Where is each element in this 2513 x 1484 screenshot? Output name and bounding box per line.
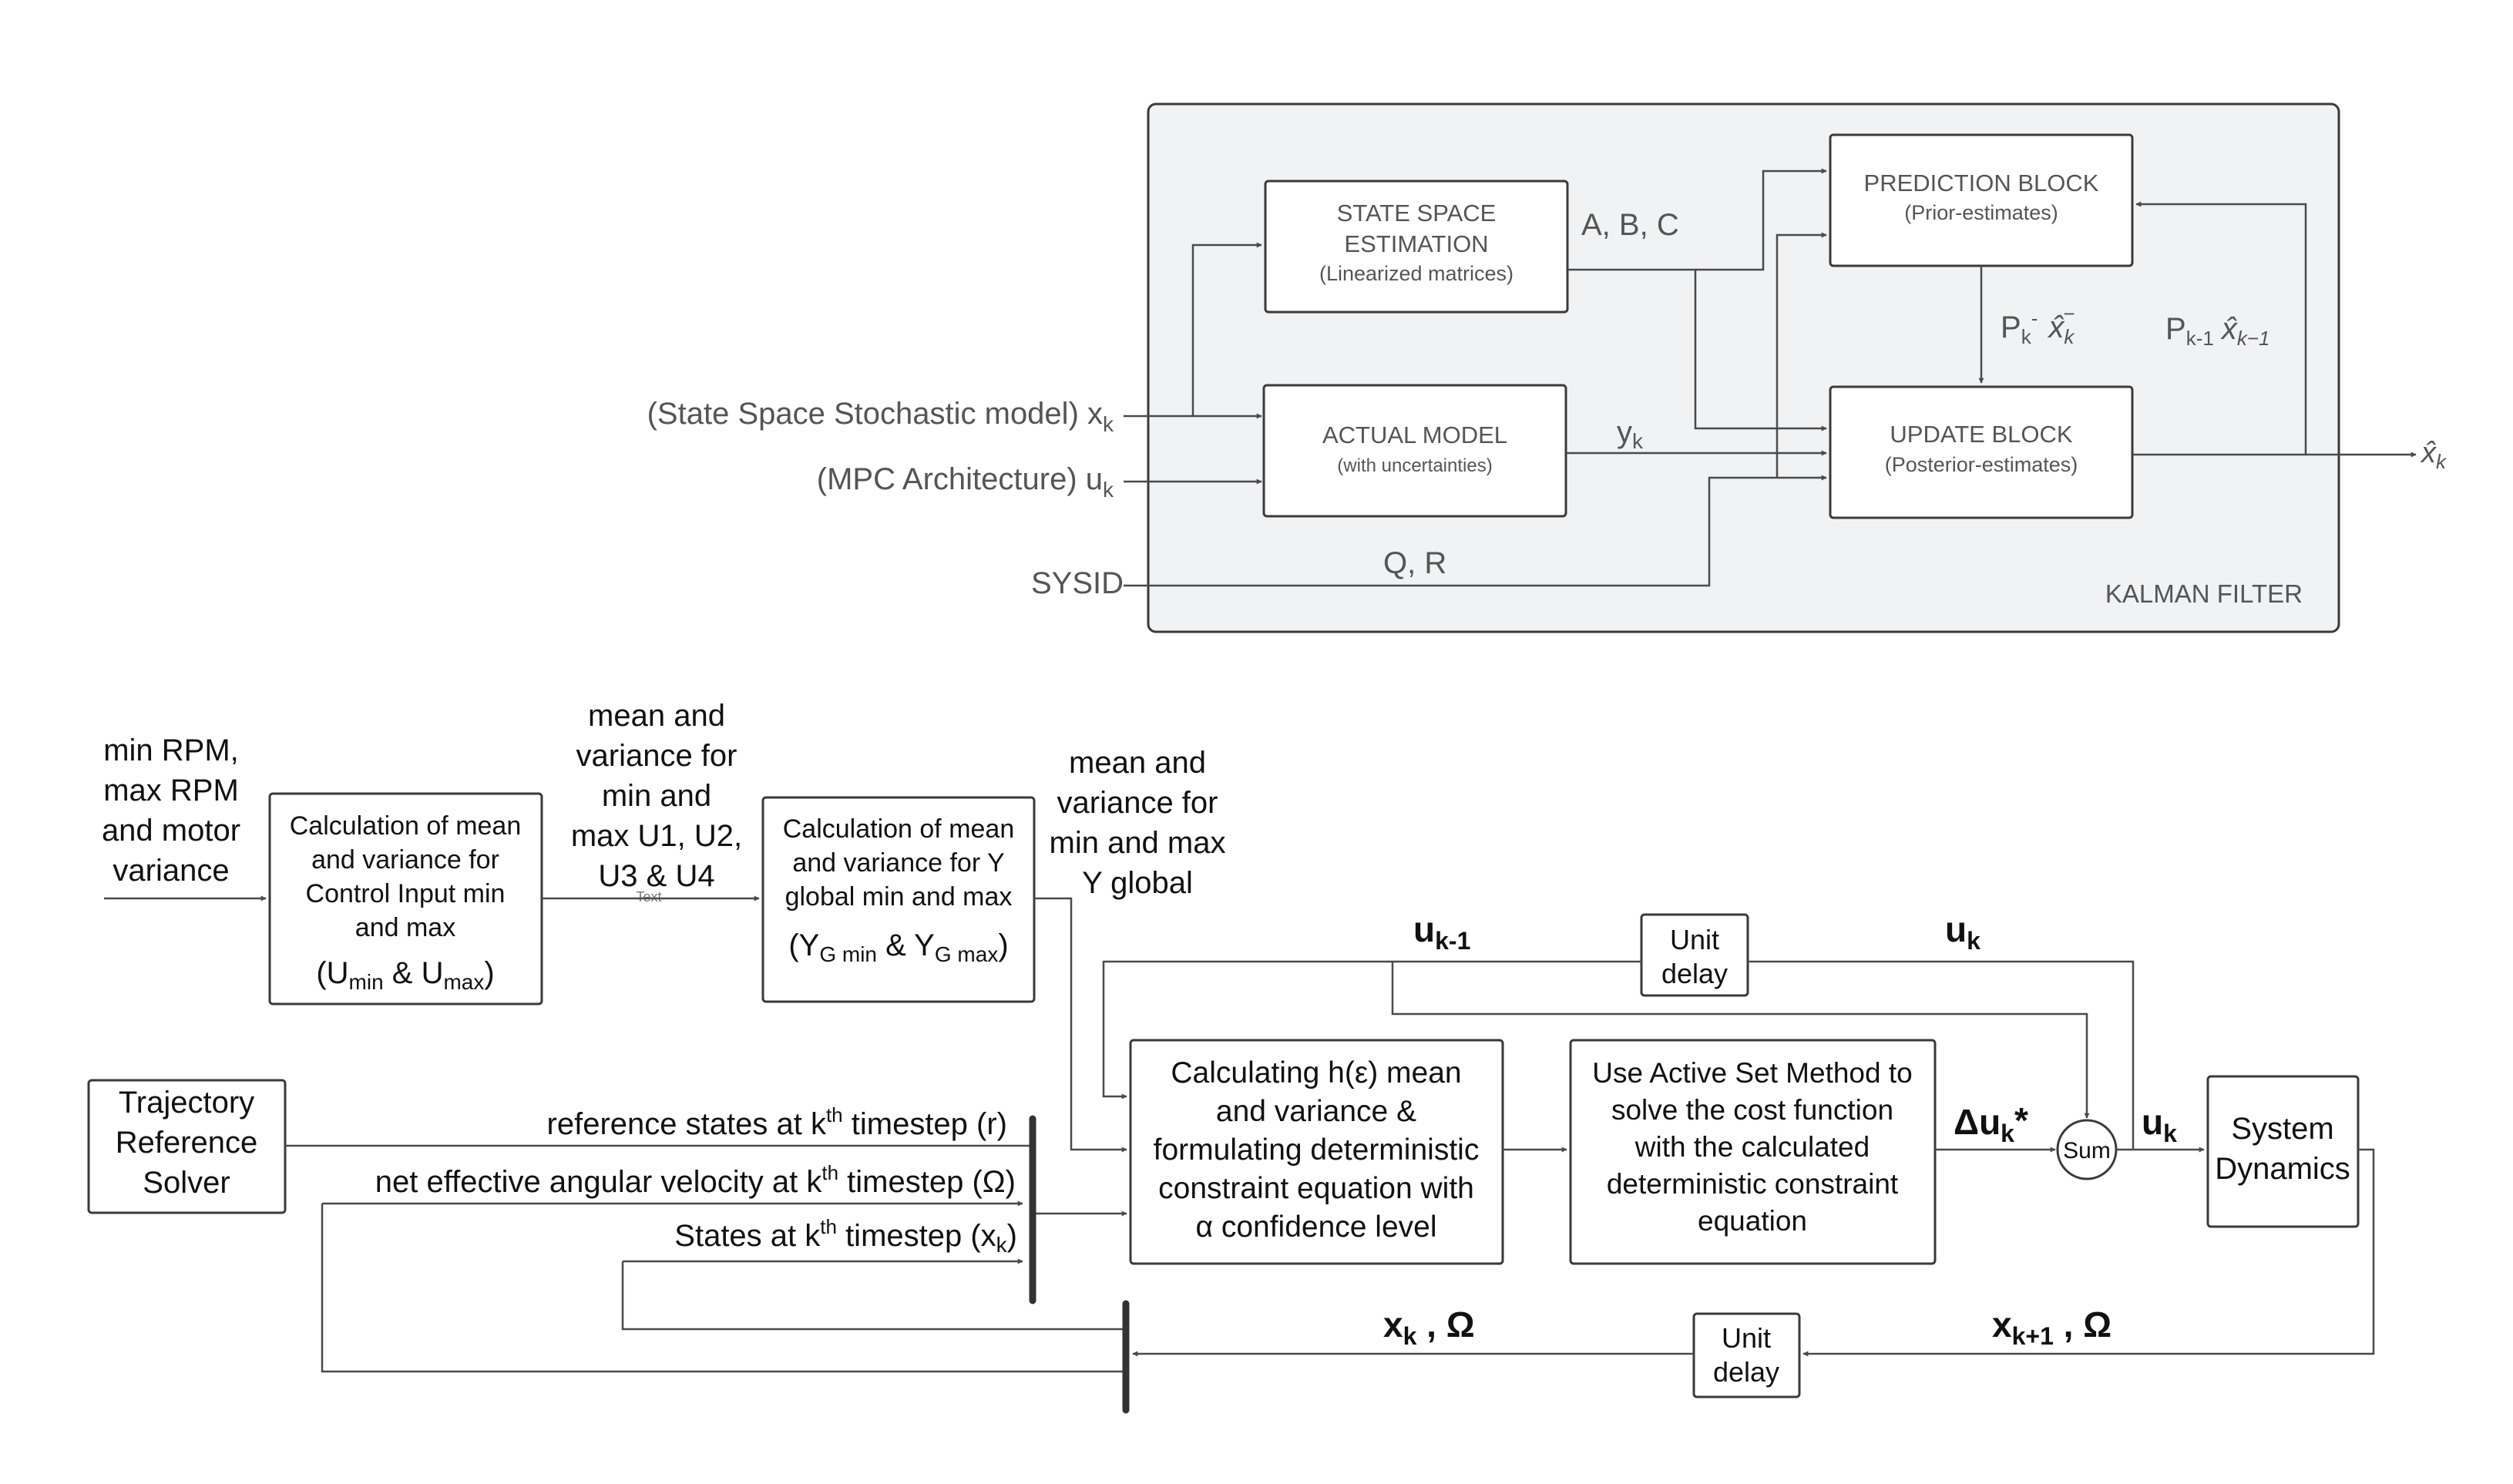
svg-text:(Posterior-estimates): (Posterior-estimates) xyxy=(1885,453,2078,476)
prior-estimate-label: Pk-x̂k− xyxy=(2001,302,2075,348)
reference-states-label: reference states at kth timestep (r) xyxy=(547,1103,1007,1141)
svg-text:constraint equation with: constraint equation with xyxy=(1158,1172,1474,1205)
unit-delay-top-block: Unit delay xyxy=(1640,913,1749,997)
y-global-calculation-block: Calculation of mean and variance for Y g… xyxy=(761,796,1036,1003)
svg-text:and variance for: and variance for xyxy=(311,845,499,875)
net-angular-velocity-label: net effective angular velocity at kth ti… xyxy=(375,1161,1016,1199)
svg-text:System: System xyxy=(2231,1112,2333,1146)
u-k-top-label: uk xyxy=(1945,909,1980,955)
svg-text:equation: equation xyxy=(1698,1205,1807,1237)
delta-u-label: Δuk* xyxy=(1954,1100,2028,1147)
trajectory-reference-solver-block: Trajectory Reference Solver xyxy=(87,1079,287,1214)
control-input-mean-variance-label: mean and variance for min and max U1, U2… xyxy=(571,699,742,893)
svg-text:(with uncertainties): (with uncertainties) xyxy=(1337,455,1492,476)
svg-text:Dynamics: Dynamics xyxy=(2215,1152,2350,1186)
svg-text:and variance &: and variance & xyxy=(1216,1095,1416,1128)
svg-text:and variance for Y: and variance for Y xyxy=(792,848,1004,878)
update-block: UPDATE BLOCK (Posterior-estimates) xyxy=(1829,385,2134,519)
svg-text:and max: and max xyxy=(355,913,455,942)
svg-text:ESTIMATION: ESTIMATION xyxy=(1344,230,1488,257)
svg-text:(YG min & YG max): (YG min & YG max) xyxy=(788,928,1008,966)
state-space-stochastic-model-label: (State Space Stochastic model) xk xyxy=(647,397,1114,436)
xk-omega-label: xk , Ω xyxy=(1383,1304,1475,1350)
svg-text:Unit: Unit xyxy=(1670,924,1719,955)
svg-text:and motor: and motor xyxy=(102,814,240,848)
actual-model-block: ACTUAL MODEL (with uncertainties) xyxy=(1262,384,1567,518)
svg-text:formulating deterministic: formulating deterministic xyxy=(1154,1133,1480,1167)
svg-text:Reference: Reference xyxy=(116,1126,258,1160)
sysid-label: SYSID xyxy=(1031,566,1124,600)
svg-text:Unit: Unit xyxy=(1722,1322,1771,1354)
svg-text:Calculation of mean: Calculation of mean xyxy=(290,811,522,841)
svg-text:deterministic constraint: deterministic constraint xyxy=(1607,1168,1899,1200)
control-input-calculation-block: Calculation of mean and variance for Con… xyxy=(268,792,543,1006)
kalman-filter-label: KALMAN FILTER xyxy=(2105,579,2303,608)
svg-text:delay: delay xyxy=(1661,958,1728,989)
mpc-wires xyxy=(104,895,2375,1373)
svg-text:ACTUAL MODEL: ACTUAL MODEL xyxy=(1322,421,1507,448)
svg-text:Control Input min: Control Input min xyxy=(306,879,506,908)
svg-text:solve the cost function: solve the cost function xyxy=(1611,1094,1893,1126)
kalman-output-label: x̂k xyxy=(2420,437,2447,473)
svg-text:mean and: mean and xyxy=(588,699,725,733)
state-space-estimation-block: STATE SPACE ESTIMATION (Linearized matri… xyxy=(1264,180,1569,314)
motor-variance-label: min RPM, max RPM and motor variance xyxy=(102,734,240,888)
svg-text:Calculation of mean: Calculation of mean xyxy=(783,814,1015,844)
svg-text:Use Active Set Method to: Use Active Set Method to xyxy=(1592,1057,1912,1089)
constraint-formulation-block: Calculating h(ε) mean and variance & for… xyxy=(1129,1039,1504,1265)
svg-text:variance for: variance for xyxy=(576,739,737,773)
svg-text:(Prior-estimates): (Prior-estimates) xyxy=(1904,201,2058,224)
unit-delay-bottom-block: Unit delay xyxy=(1692,1312,1801,1398)
active-set-method-block: Use Active Set Method to solve the cost … xyxy=(1569,1039,1937,1265)
svg-text:global min and max: global min and max xyxy=(785,882,1013,912)
yk-label: yk xyxy=(1617,415,1644,453)
svg-text:Y global: Y global xyxy=(1082,866,1193,900)
u-k-minus-1-label: uk-1 xyxy=(1413,909,1470,955)
svg-text:UPDATE BLOCK: UPDATE BLOCK xyxy=(1890,421,2072,448)
y-global-mean-variance-label: mean and variance for min and max Y glob… xyxy=(1050,746,1226,900)
mpc-architecture-label: (MPC Architecture) uk xyxy=(817,462,1114,502)
svg-text:delay: delay xyxy=(1713,1356,1779,1388)
prediction-block: PREDICTION BLOCK (Prior-estimates) xyxy=(1829,133,2134,267)
svg-text:mean and: mean and xyxy=(1069,746,1206,780)
svg-text:variance: variance xyxy=(113,854,229,888)
svg-text:(Umin & Umax): (Umin & Umax) xyxy=(316,956,494,994)
system-dynamics-block: System Dynamics xyxy=(2206,1075,2360,1228)
placeholder-text-label: Text xyxy=(636,889,661,905)
svg-text:PREDICTION BLOCK: PREDICTION BLOCK xyxy=(1864,170,2099,196)
svg-text:variance for: variance for xyxy=(1057,786,1218,820)
svg-text:max U1, U2,: max U1, U2, xyxy=(571,819,742,853)
kalman-wires xyxy=(1124,168,2417,587)
sum-junction: Sum xyxy=(2056,1119,2118,1180)
abc-label: A, B, C xyxy=(1581,208,1679,242)
svg-text:max RPM: max RPM xyxy=(103,774,239,807)
svg-text:min RPM,: min RPM, xyxy=(103,734,239,767)
svg-text:min and: min and xyxy=(602,779,711,813)
svg-text:α confidence level: α confidence level xyxy=(1195,1210,1436,1244)
svg-text:with the calculated: with the calculated xyxy=(1634,1131,1870,1163)
u-k-output-label: uk xyxy=(2142,1102,2177,1147)
states-at-timestep-label: States at kth timestep (xk) xyxy=(674,1215,1017,1257)
svg-text:Trajectory: Trajectory xyxy=(119,1086,254,1120)
svg-text:STATE SPACE: STATE SPACE xyxy=(1337,200,1497,227)
svg-text:U3 & U4: U3 & U4 xyxy=(598,859,714,893)
qr-label: Q, R xyxy=(1383,546,1446,580)
svg-text:Calculating h(ε) mean: Calculating h(ε) mean xyxy=(1171,1056,1461,1089)
svg-text:min and max: min and max xyxy=(1050,826,1226,860)
svg-text:Solver: Solver xyxy=(143,1166,230,1200)
svg-text:Sum: Sum xyxy=(2063,1138,2111,1163)
svg-text:(Linearized matrices): (Linearized matrices) xyxy=(1319,262,1514,285)
xk1-omega-label: xk+1 , Ω xyxy=(1992,1304,2112,1350)
